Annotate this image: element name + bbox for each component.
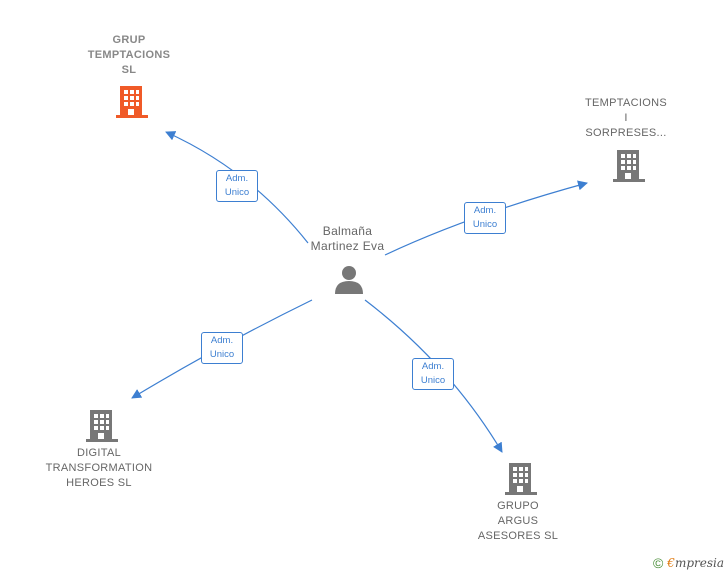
- edge-label-temptacions-sorpreses: Adm. Unico: [464, 202, 506, 234]
- footer-brand: © €mpresia: [653, 555, 724, 571]
- edge-label-line1: Adm.: [421, 361, 445, 372]
- edge-label-line2: Unico: [472, 219, 498, 230]
- edge-label-grup-temptacions: Adm. Unico: [216, 170, 258, 202]
- company-name-grup-temptacions[interactable]: GRUP TEMPTACIONS SL: [87, 34, 171, 76]
- empresia-logo[interactable]: €mpresia: [667, 556, 724, 570]
- company-name-grupo-argus[interactable]: GRUPO ARGUS ASESORES SL: [477, 500, 559, 542]
- logo-text: mpresia: [674, 556, 724, 570]
- building-icon[interactable]: [116, 84, 148, 118]
- company-name-digital-transformation[interactable]: DIGITAL TRANSFORMATION HEROES SL: [45, 447, 153, 489]
- company-name-temptacions-sorpreses[interactable]: TEMPTACIONS I SORPRESES...: [585, 97, 667, 139]
- edge-label-line2: Unico: [224, 187, 250, 198]
- building-icon[interactable]: [86, 408, 118, 442]
- building-icon[interactable]: [505, 461, 537, 495]
- edge-label-grupo-argus: Adm. Unico: [412, 358, 454, 390]
- edge-label-line1: Adm.: [225, 173, 249, 184]
- person-name[interactable]: Balmaña Martinez Eva: [310, 224, 385, 253]
- edge-label-line2: Unico: [420, 375, 446, 386]
- edge-label-line2: Unico: [209, 349, 235, 360]
- logo-e-glyph: €: [667, 556, 675, 570]
- building-icon[interactable]: [613, 148, 645, 182]
- edge-label-line1: Adm.: [473, 205, 497, 216]
- edge-label-line1: Adm.: [210, 335, 234, 346]
- person-icon[interactable]: [334, 264, 364, 294]
- copyright-icon: ©: [652, 555, 664, 571]
- edge-label-digital-transformation: Adm. Unico: [201, 332, 243, 364]
